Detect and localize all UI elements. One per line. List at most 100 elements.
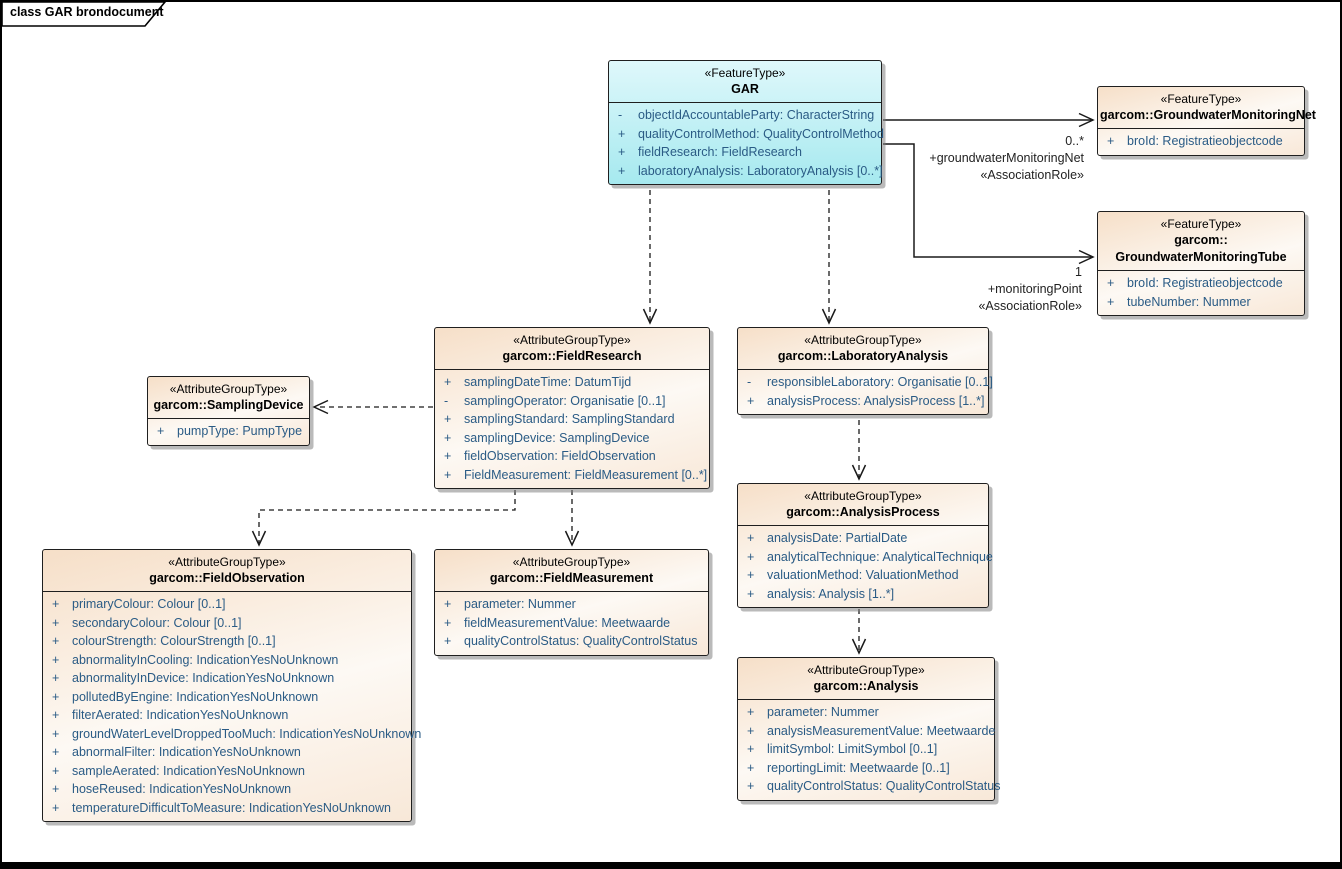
attribute-row: +analyticalTechnique: AnalyticalTechniqu… <box>747 549 993 564</box>
attribute-row: +pumpType: PumpType <box>157 424 303 438</box>
class-laboratoryanalysis[interactable]: «AttributeGroupType» garcom::LaboratoryA… <box>737 327 993 415</box>
attribute-list: +parameter: Nummer +analysisMeasurementVa… <box>738 700 1001 800</box>
attribute-row: +fieldResearch: FieldResearch <box>618 145 802 159</box>
association-labels-net: 0..* +groundwaterMonitoringNet «Associat… <box>929 133 1084 184</box>
connector-fieldresearch-to-fieldobservation[interactable] <box>251 490 516 547</box>
attribute-row: +laboratoryAnalysis: LaboratoryAnalysis … <box>618 163 883 178</box>
class-name: garcom::FieldObservation <box>149 571 305 585</box>
attribute-row: +fieldMeasurementValue: Meetwaarde <box>444 615 671 630</box>
class-name: garcom::Analysis <box>813 679 919 693</box>
class-name: garcom::FieldResearch <box>502 349 642 363</box>
attribute-row: +secondaryColour: Colour [0..1] <box>52 615 242 630</box>
attribute-row: +primaryColour: Colour [0..1] <box>52 597 226 611</box>
attribute-row: +parameter: Nummer <box>444 597 576 611</box>
attribute-row: +pollutedByEngine: IndicationYesNoUnknow… <box>52 689 319 704</box>
class-header: «AttributeGroupType» garcom::AnalysisPro… <box>738 484 988 526</box>
association-stereotype-label: «AssociationRole» <box>980 168 1084 182</box>
attribute-row: +colourStrength: ColourStrength [0..1] <box>52 634 276 648</box>
frame-tab-shape <box>2 2 167 27</box>
connector-gar-to-tube[interactable] <box>883 143 1095 265</box>
class-fieldobservation[interactable]: «AttributeGroupType» garcom::FieldObserv… <box>42 549 422 822</box>
attribute-row: +broId: Registratieobjectcode <box>1107 134 1283 148</box>
stereotype-label: «AttributeGroupType» <box>169 382 288 396</box>
multiplicity-label: 1 <box>1075 265 1082 279</box>
class-name: garcom::AnalysisProcess <box>786 505 940 519</box>
class-header: «AttributeGroupType» garcom::FieldMeasur… <box>435 550 708 592</box>
attribute-row: -objectIdAccountableParty: CharacterStri… <box>618 108 875 122</box>
class-fieldmeasurement[interactable]: «AttributeGroupType» garcom::FieldMeasur… <box>434 549 709 656</box>
attribute-list: +analysisDate: PartialDate +analyticalTec… <box>738 526 993 607</box>
attribute-row: +limitSymbol: LimitSymbol [0..1] <box>747 742 938 756</box>
attribute-list: +broId: Registratieobjectcode <box>1098 129 1304 155</box>
multiplicity-label: 0..* <box>1065 134 1084 148</box>
stereotype-label: «AttributeGroupType» <box>804 489 922 503</box>
attribute-row: +analysisProcess: AnalysisProcess [1..*] <box>747 393 985 408</box>
class-header: «FeatureType» garcom::GroundwaterMonitor… <box>1098 212 1304 271</box>
attribute-list: +broId: Registratieobjectcode +tubeNumber… <box>1098 271 1304 315</box>
attribute-row: +analysis: Analysis [1..*] <box>747 586 895 601</box>
class-analysisprocess[interactable]: «AttributeGroupType» garcom::AnalysisPro… <box>737 483 993 608</box>
role-label: +groundwaterMonitoringNet <box>929 151 1084 165</box>
class-analysis[interactable]: «AttributeGroupType» garcom::Analysis +p… <box>737 657 1001 801</box>
attribute-row: +samplingStandard: SamplingStandard <box>444 412 675 426</box>
attribute-list: -responsibleLaboratory: Organisatie [0..… <box>738 370 993 414</box>
stereotype-label: «FeatureType» <box>1160 217 1242 231</box>
class-name: garcom::GroundwaterMonitoringTube <box>1115 233 1287 264</box>
attribute-row: +analysisDate: PartialDate <box>747 531 908 545</box>
class-fieldresearch[interactable]: «AttributeGroupType» garcom::FieldResear… <box>434 327 710 489</box>
diagram-frame-tab: class GAR brondocument <box>2 2 174 27</box>
attribute-row: +analysisMeasurementValue: Meetwaarde <box>747 723 996 738</box>
attribute-list: +pumpType: PumpType <box>148 419 309 445</box>
stereotype-label: «FeatureType» <box>1160 92 1242 106</box>
role-label: +monitoringPoint <box>987 282 1082 296</box>
association-labels-tube: 1 +monitoringPoint «AssociationRole» <box>978 264 1082 315</box>
attribute-row: +qualityControlStatus: QualityControlSta… <box>444 634 698 648</box>
class-name: garcom::LaboratoryAnalysis <box>777 349 949 363</box>
attribute-row: +abnormalityInDevice: IndicationYesNoUnk… <box>52 671 335 685</box>
stereotype-label: «AttributeGroupType» <box>513 333 631 347</box>
attribute-row: -responsibleLaboratory: Organisatie [0..… <box>747 375 993 389</box>
class-header: «AttributeGroupType» garcom::Analysis <box>738 658 994 700</box>
class-header: «AttributeGroupType» garcom::SamplingDev… <box>148 377 309 419</box>
class-gar[interactable]: «FeatureType» GAR -objectIdAccountablePa… <box>608 60 884 185</box>
attribute-list: +parameter: Nummer +fieldMeasurementValue… <box>435 592 708 655</box>
attribute-row: +parameter: Nummer <box>747 705 879 719</box>
class-header: «FeatureType» GAR <box>609 61 881 103</box>
diagram-title: class GAR brondocument <box>10 5 164 19</box>
class-header: «AttributeGroupType» garcom::LaboratoryA… <box>738 328 988 370</box>
attribute-row: +FieldMeasurement: FieldMeasurement [0..… <box>444 467 708 482</box>
attribute-row: +groundWaterLevelDroppedTooMuch: Indicat… <box>52 726 422 741</box>
attribute-row: +hoseReused: IndicationYesNoUnknown <box>52 782 292 796</box>
attribute-row: +abnormalityInCooling: IndicationYesNoUn… <box>52 652 339 667</box>
class-groundwatermonitoringnet[interactable]: «FeatureType» garcom::GroundwaterMonitor… <box>1097 86 1316 156</box>
attribute-list: +samplingDateTime: DatumTijd -samplingOpe… <box>435 370 709 488</box>
attribute-row: +abnormalFilter: IndicationYesNoUnknown <box>52 745 301 759</box>
attribute-row: +sampleAerated: IndicationYesNoUnknown <box>52 763 306 778</box>
attribute-row: +samplingDateTime: DatumTijd <box>444 375 632 389</box>
attribute-row: +temperatureDifficultToMeasure: Indicati… <box>52 800 391 815</box>
attribute-row: +filterAerated: IndicationYesNoUnknown <box>52 708 289 722</box>
attribute-row: +tubeNumber: Nummer <box>1107 294 1251 309</box>
stereotype-label: «AttributeGroupType» <box>512 555 631 569</box>
class-samplingdevice[interactable]: «AttributeGroupType» garcom::SamplingDev… <box>147 376 310 446</box>
class-header: «FeatureType» garcom::GroundwaterMonitor… <box>1098 87 1316 129</box>
class-header: «AttributeGroupType» garcom::FieldObserv… <box>43 550 411 592</box>
attribute-row: +qualityControlStatus: QualityControlSta… <box>747 779 1001 793</box>
class-groundwatermonitoringtube[interactable]: «FeatureType» garcom::GroundwaterMonitor… <box>1097 211 1305 316</box>
attribute-row: +broId: Registratieobjectcode <box>1107 276 1283 290</box>
class-name: GAR <box>731 82 759 96</box>
attribute-row: +samplingDevice: SamplingDevice <box>444 430 650 445</box>
stereotype-label: «AttributeGroupType» <box>807 663 925 677</box>
attribute-row: +valuationMethod: ValuationMethod <box>747 568 959 582</box>
attribute-row: +reportingLimit: Meetwaarde [0..1] <box>747 760 950 775</box>
attribute-list: -objectIdAccountableParty: CharacterStri… <box>609 103 884 184</box>
attribute-row: -samplingOperator: Organisatie [0..1] <box>444 393 666 408</box>
association-stereotype-label: «AssociationRole» <box>978 299 1082 313</box>
class-name: garcom::SamplingDevice <box>153 398 304 412</box>
attribute-row: +qualityControlMethod: QualityControlMet… <box>618 126 884 141</box>
stereotype-label: «AttributeGroupType» <box>804 333 922 347</box>
attribute-row: +fieldObservation: FieldObservation <box>444 449 656 463</box>
class-name: garcom::FieldMeasurement <box>489 571 654 585</box>
